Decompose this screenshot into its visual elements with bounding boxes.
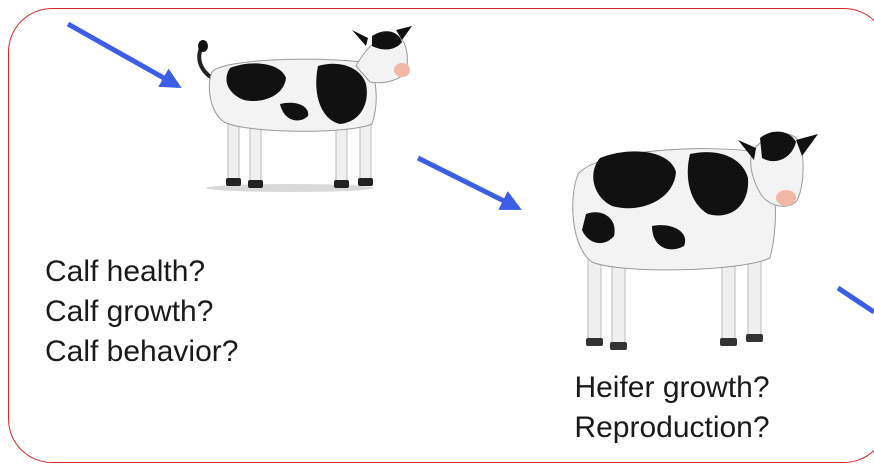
arrow-heifer-onward [838,288,874,312]
calf-image [198,26,412,192]
heifer-image [573,132,818,350]
calf-question: Calf health? [45,252,238,292]
arrow-calf-to-heifer [418,158,518,208]
calf-question: Calf behavior? [45,332,238,372]
heifer-questions: Heifer growth? Reproduction? [512,368,832,448]
calf-question: Calf growth? [45,292,238,332]
calf-questions: Calf health? Calf growth? Calf behavior? [45,252,238,372]
heifer-question: Reproduction? [512,408,832,448]
arrow-into-calf [68,24,178,86]
heifer-question: Heifer growth? [512,368,832,408]
